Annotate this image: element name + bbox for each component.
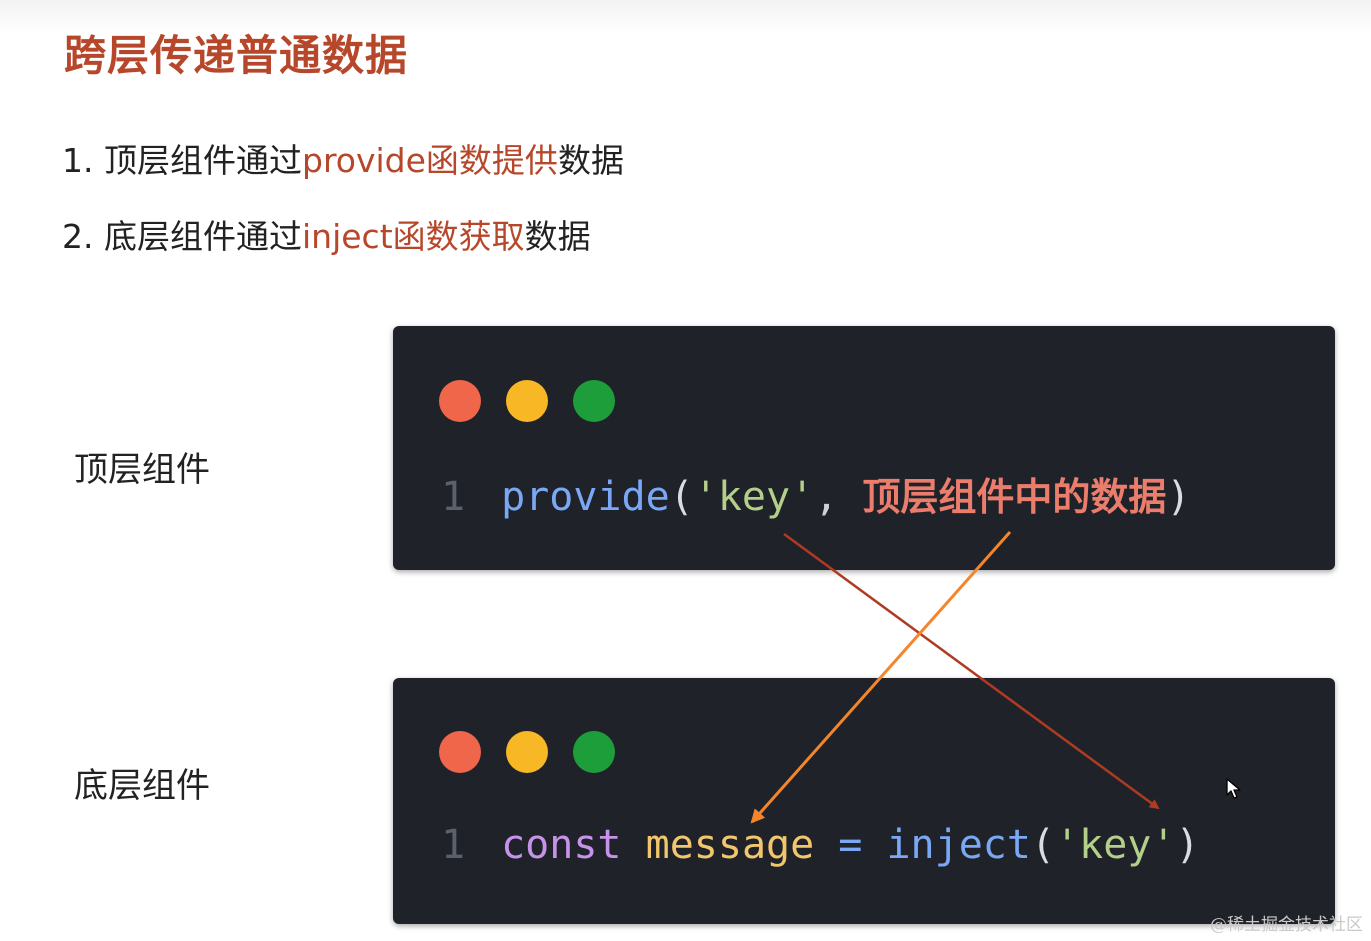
window-minimize-dot: [506, 380, 548, 422]
window-maximize-dot: [573, 380, 615, 422]
point-number: 1.: [62, 141, 94, 180]
code-line: 1 const message = inject('key'): [441, 822, 1200, 868]
code-argument: 顶层组件中的数据: [862, 475, 1167, 519]
code-comma: ,: [814, 474, 839, 520]
point-text-post: 数据: [524, 217, 591, 256]
watermark: @稀土掘金技术社区: [1210, 915, 1363, 935]
code-line: 1 provide('key', 顶层组件中的数据): [441, 466, 1190, 521]
point-number: 2.: [62, 217, 94, 256]
point-item-1: 1. 顶层组件通过provide函数提供数据: [62, 134, 624, 182]
code-paren-open: (: [669, 474, 694, 520]
point-text-highlight: inject函数获取: [302, 217, 525, 256]
window-minimize-dot: [506, 731, 548, 773]
code-window-top: 1 provide('key', 顶层组件中的数据): [393, 326, 1335, 570]
top-component-label: 顶层组件: [74, 450, 210, 490]
code-paren-close: ): [1175, 822, 1200, 868]
slide-top-bar: [0, 0, 1371, 32]
point-text-highlight: provide函数提供: [302, 141, 558, 180]
bottom-component-label: 底层组件: [74, 766, 210, 806]
code-window-bottom: 1 const message = inject('key'): [393, 678, 1335, 924]
code-paren-open: (: [1030, 822, 1056, 868]
mouse-cursor-icon: [1226, 778, 1241, 799]
code-keyword: const: [501, 822, 622, 868]
code-variable: message: [645, 822, 815, 868]
point-text-pre: 底层组件通过: [104, 217, 302, 256]
window-maximize-dot: [573, 731, 615, 773]
line-number: 1: [441, 822, 466, 868]
point-item-2: 2. 底层组件通过inject函数获取数据: [62, 210, 591, 258]
window-close-dot: [439, 731, 481, 773]
code-paren-close: ): [1166, 474, 1191, 520]
code-string: 'key': [1055, 822, 1176, 868]
point-text-post: 数据: [557, 141, 624, 180]
code-function: provide: [501, 474, 670, 520]
point-text-pre: 顶层组件通过: [104, 141, 302, 180]
page-title: 跨层传递普通数据: [64, 31, 409, 80]
line-number: 1: [441, 474, 466, 520]
window-close-dot: [439, 380, 481, 422]
code-string: 'key': [693, 474, 815, 520]
code-function: inject: [886, 822, 1031, 868]
code-operator: =: [838, 822, 863, 868]
